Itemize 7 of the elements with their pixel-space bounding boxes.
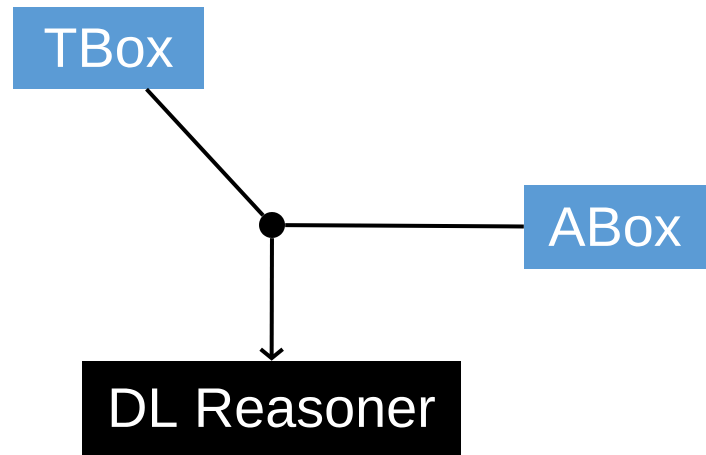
- connector-line: [145, 88, 265, 217]
- reasoner-box: DL Reasoner: [82, 361, 461, 455]
- tbox-box: TBox: [13, 7, 204, 89]
- connector-line: [285, 223, 524, 228]
- abox-box: ABox: [524, 185, 706, 269]
- junction-dot: [259, 212, 285, 238]
- arrow: [259, 238, 284, 361]
